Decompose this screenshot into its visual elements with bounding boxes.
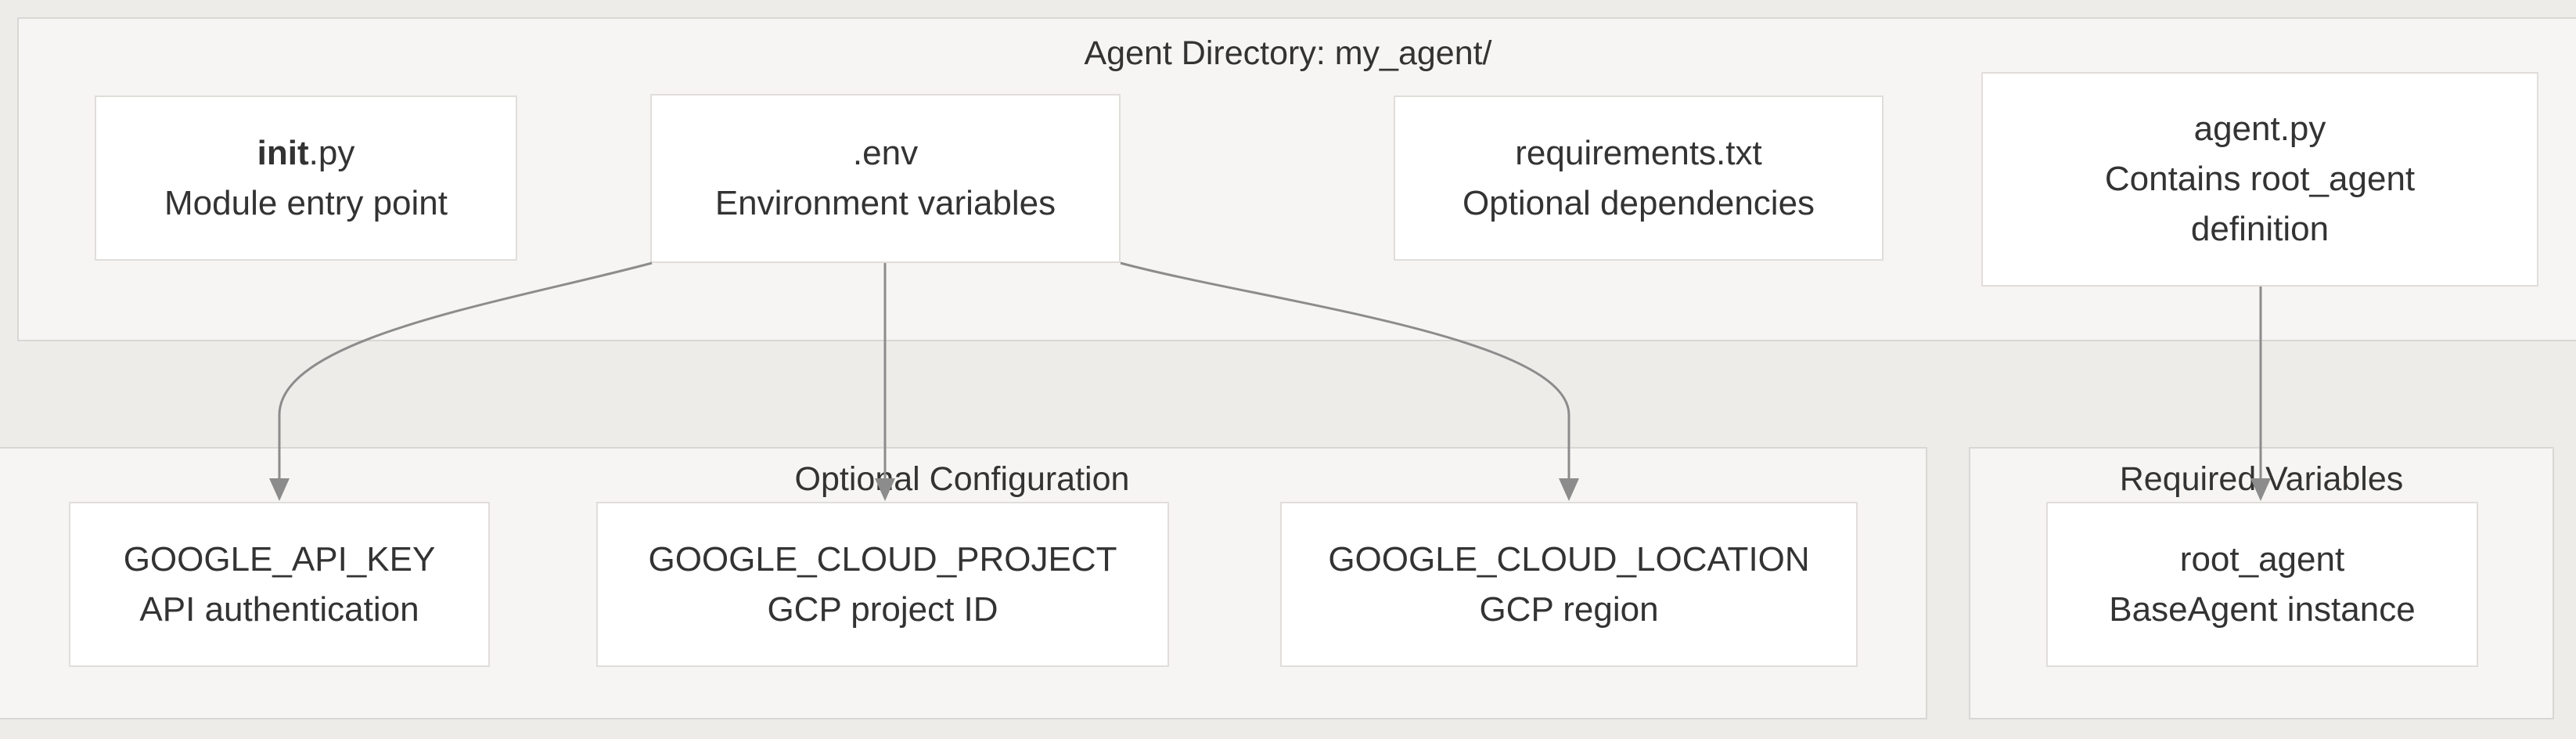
node-subtitle: Module entry point <box>164 183 448 222</box>
node-google-cloud-location: GOOGLE_CLOUD_LOCATION GCP region <box>1280 502 1858 667</box>
required-variables-title: Required Variables <box>2119 460 2404 498</box>
node-title-rest: .py <box>308 133 355 172</box>
node-title: root_agent <box>2179 539 2345 579</box>
node-env: .env Environment variables <box>650 94 1121 263</box>
node-title: init.py <box>257 128 355 178</box>
node-title: GOOGLE_API_KEY <box>123 539 436 579</box>
node-title: agent.py <box>2193 110 2326 148</box>
node-google-api-key: GOOGLE_API_KEY API authentication <box>69 502 490 667</box>
node-title: .env <box>852 134 919 172</box>
node-subtitle: Optional dependencies <box>1462 183 1815 222</box>
node-google-cloud-project: GOOGLE_CLOUD_PROJECT GCP project ID <box>596 502 1169 667</box>
node-title: GOOGLE_CLOUD_PROJECT <box>648 539 1117 579</box>
node-subtitle: BaseAgent instance <box>2109 589 2416 629</box>
node-subtitle: GCP region <box>1479 589 1659 629</box>
node-title: requirements.txt <box>1515 133 1762 172</box>
node-subtitle: GCP project ID <box>767 589 998 629</box>
node-subtitle: Environment variables <box>714 184 1056 222</box>
node-agent-py: agent.py Contains root_agent definition <box>1981 72 2538 287</box>
agent-directory-title: Agent Directory: my_agent/ <box>1084 34 1492 72</box>
node-init-py: init.py Module entry point <box>95 96 517 261</box>
node-root-agent: root_agent BaseAgent instance <box>2046 502 2478 667</box>
node-subtitle: API authentication <box>139 589 419 629</box>
optional-configuration-title: Optional Configuration <box>794 460 1130 498</box>
node-title-bold: init <box>257 133 309 172</box>
node-subtitle: Contains root_agent definition <box>2104 160 2416 248</box>
node-requirements-txt: requirements.txt Optional dependencies <box>1394 96 1883 261</box>
node-title: GOOGLE_CLOUD_LOCATION <box>1328 539 1810 579</box>
